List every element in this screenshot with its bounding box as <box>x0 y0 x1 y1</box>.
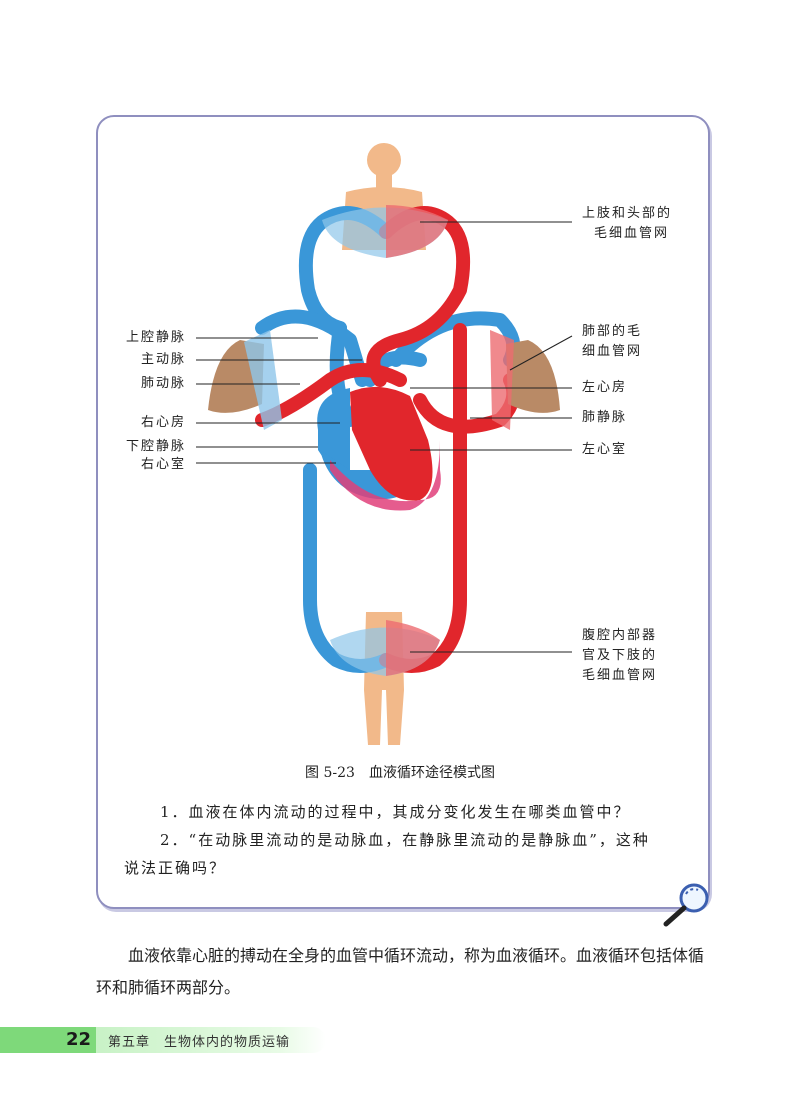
head-capillary-bed <box>322 205 448 258</box>
label-upper-capillary-1: 上肢和头部的 <box>582 206 673 221</box>
label-lung-capillary-2: 细血管网 <box>582 344 643 359</box>
label-aorta: 主动脉 <box>140 352 186 367</box>
magnifier-icon <box>663 883 709 927</box>
question-2-line-1: 2．“在动脉里流动的是动脉血，在静脉里流动的是静脉血”，这种 <box>160 831 650 849</box>
label-inferior-vena-cava: 下腔静脉 <box>125 439 186 454</box>
label-left-ventricle: 左心室 <box>582 442 628 457</box>
question-1: 1．血液在体内流动的过程中，其成分变化发生在哪类血管中？ <box>160 803 631 821</box>
label-lower-capillary-2: 官及下肢的 <box>582 648 658 663</box>
body-paragraph: 血液依靠心脏的搏动在全身的血管中循环流动，称为血液循环。血液循环包括体循环和肺循… <box>96 946 705 997</box>
left-lung-capillary <box>244 330 282 430</box>
right-lung <box>506 340 560 413</box>
label-lower-capillary-3: 毛细血管网 <box>582 668 658 683</box>
label-pulmonary-vein: 肺静脉 <box>582 410 628 425</box>
label-upper-capillary-2: 毛细血管网 <box>594 226 670 241</box>
label-right-ventricle: 右心室 <box>140 457 186 472</box>
leader-lines <box>196 221 573 653</box>
label-lower-capillary-1: 腹腔内部器 <box>582 628 658 643</box>
page-footer: 22 第五章 生物体内的物质运输 <box>0 1027 330 1053</box>
chapter-title: 第五章 生物体内的物质运输 <box>108 1035 291 1050</box>
label-lung-capillary-1: 肺部的毛 <box>582 324 643 339</box>
chapter-banner <box>96 1027 326 1053</box>
label-superior-vena-cava: 上腔静脉 <box>125 330 186 345</box>
label-left-atrium: 左心房 <box>582 380 628 395</box>
body-capillary-bed <box>330 620 440 676</box>
question-2-line-2: 说法正确吗？ <box>124 859 227 877</box>
page-number-tab <box>0 1027 96 1053</box>
right-lung-capillary <box>490 330 514 430</box>
heart <box>317 386 441 511</box>
label-right-atrium: 右心房 <box>140 415 186 430</box>
page-number: 22 <box>66 1029 92 1050</box>
label-pulmonary-artery: 肺动脉 <box>140 376 186 391</box>
figure-caption: 图 5-23 血液循环途径模式图 <box>305 765 495 781</box>
